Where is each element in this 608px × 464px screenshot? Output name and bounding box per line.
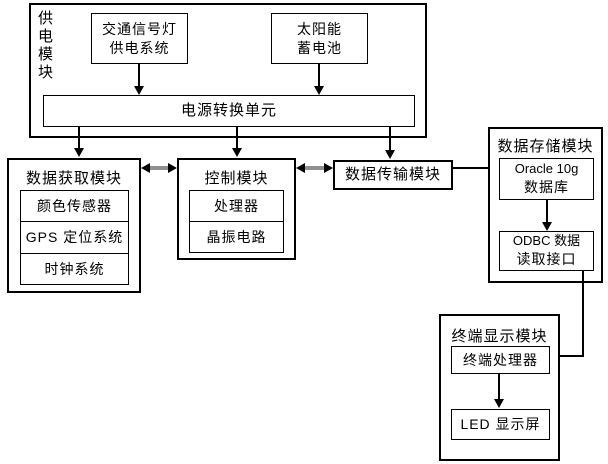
odbc-interface-line1: ODBC 数据 [512, 233, 581, 249]
clock-system-label: 时钟系统 [44, 260, 105, 277]
solar-battery-line2: 蓄电池 [297, 39, 342, 56]
arrowhead-traffic-to-conversion [134, 86, 144, 95]
control-module-title: 控制模块 [204, 170, 269, 187]
double-arrow-control-transmission-shaft [301, 166, 328, 170]
double-arrow-control-transmission-left-head [296, 163, 305, 173]
power-conversion-unit-box: 电源转换单元 [43, 95, 415, 127]
odbc-interface-box: ODBC 数据 读取接口 [499, 231, 594, 271]
arrowhead-processor-to-led [494, 399, 504, 408]
traffic-signal-power-line1: 交通信号灯 [102, 21, 177, 38]
connector-odbc-to-terminal-vertical [582, 271, 584, 357]
processor-label: 处理器 [214, 198, 259, 214]
oracle-database-line1: Oracle 10g [514, 161, 579, 177]
double-arrow-control-transmission-right-head [324, 163, 333, 173]
clock-system-cell: 时钟系统 [21, 254, 128, 284]
data-acquisition-module: 数据获取模块 颜色传感器 GPS 定位系统 时钟系统 [7, 158, 141, 293]
crystal-circuit-label: 晶振电路 [206, 229, 267, 245]
data-acquisition-stack: 颜色传感器 GPS 定位系统 时钟系统 [20, 190, 129, 285]
connector-oracle-to-odbc [546, 200, 548, 223]
oracle-database-line2: 数据库 [524, 179, 569, 196]
arrowhead-conversion-to-acquisition [74, 148, 84, 157]
arrowhead-solar-to-conversion [314, 86, 324, 95]
terminal-processor-label: 终端处理器 [463, 351, 538, 368]
connector-conversion-to-transmission [389, 127, 391, 151]
power-module-title: 供电模块 [36, 10, 53, 82]
arrowhead-conversion-to-transmission [385, 150, 395, 159]
arrowhead-conversion-to-control [232, 148, 242, 157]
data-acquisition-title: 数据获取模块 [25, 170, 122, 187]
traffic-signal-power-line2: 供电系统 [109, 39, 170, 56]
oracle-database-box: Oracle 10g 数据库 [499, 158, 594, 200]
connector-transmission-to-storage [453, 167, 490, 169]
control-module: 控制模块 处理器 晶振电路 [177, 158, 296, 260]
color-sensor-cell: 颜色传感器 [21, 191, 128, 223]
gps-system-label: GPS 定位系统 [25, 229, 124, 246]
led-display-label: LED 显示屏 [460, 416, 541, 433]
traffic-signal-power-box: 交通信号灯 供电系统 [91, 13, 188, 64]
led-display-box: LED 显示屏 [451, 409, 550, 440]
terminal-display-title: 终端显示模块 [451, 328, 548, 345]
control-module-stack: 处理器 晶振电路 [189, 190, 284, 253]
processor-cell: 处理器 [190, 191, 283, 222]
connector-conversion-to-control [236, 127, 238, 149]
crystal-circuit-cell: 晶振电路 [190, 222, 283, 252]
data-transmission-module: 数据传输模块 [333, 160, 453, 190]
terminal-processor-box: 终端处理器 [451, 346, 550, 374]
data-storage-title: 数据存储模块 [497, 138, 594, 155]
connector-traffic-to-conversion [138, 64, 140, 87]
data-transmission-title: 数据传输模块 [344, 166, 441, 184]
double-arrow-acquisition-control-left-head [141, 163, 150, 173]
solar-battery-box: 太阳能 蓄电池 [271, 13, 368, 64]
gps-system-cell: GPS 定位系统 [21, 222, 128, 254]
connector-processor-to-led [498, 374, 500, 400]
odbc-interface-line2: 读取接口 [516, 251, 577, 268]
connector-conversion-to-acquisition [78, 127, 80, 149]
double-arrow-acquisition-control-right-head [168, 163, 177, 173]
color-sensor-label: 颜色传感器 [37, 198, 112, 215]
solar-battery-line1: 太阳能 [297, 21, 342, 38]
arrowhead-oracle-to-odbc [542, 222, 552, 231]
power-conversion-unit-label: 电源转换单元 [180, 102, 277, 120]
double-arrow-acquisition-control-shaft [146, 166, 172, 170]
connector-solar-to-conversion [318, 64, 320, 87]
connector-odbc-to-terminal-horizontal [557, 355, 584, 357]
